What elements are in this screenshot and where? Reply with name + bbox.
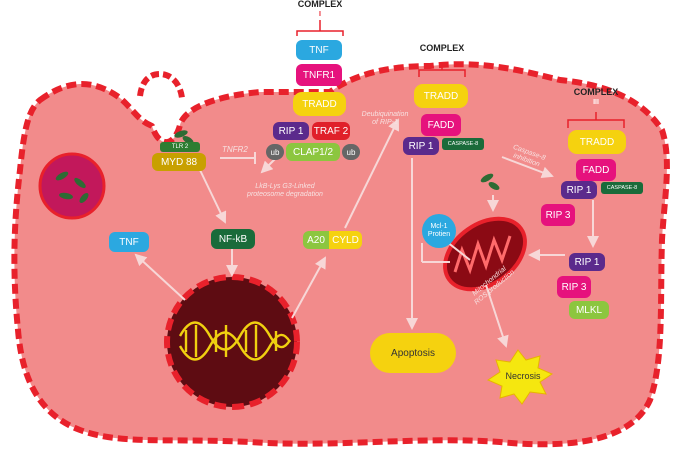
tradd-complex-ii: TRADD — [414, 84, 468, 108]
mcl1-sublabel: Protien — [427, 231, 451, 238]
complex-i-roman: I — [319, 11, 321, 18]
ub-right: ub — [342, 144, 360, 160]
necrosis-burst — [486, 349, 554, 405]
tnf-ligand: TNF — [296, 40, 342, 60]
complex-ii-header: COMPLEX — [419, 43, 465, 53]
complex-ii-roman: II — [440, 55, 444, 62]
rip1-complex-iii: RIP 1 — [561, 181, 597, 199]
ub-left: ub — [266, 144, 284, 160]
lkb-line2: proteosome degradation — [247, 191, 323, 198]
mcl1-label: Mcl-1 — [430, 223, 448, 230]
tradd-complex-i: TRADD — [293, 92, 346, 116]
apoptosis: Apoptosis — [370, 333, 456, 373]
membrane-pocket — [137, 70, 185, 99]
dna-icon — [178, 321, 292, 361]
complex-i-header: COMPLEX — [297, 0, 343, 9]
rip1-complex-ii: RIP 1 — [403, 137, 439, 155]
lkb-degradation-note: LkB-Lys G3-Linked proteosome degradation — [235, 183, 335, 199]
complex-iii-header: COMPLEX — [573, 87, 619, 97]
complex-brackets — [296, 20, 625, 128]
pathway-arrows — [134, 118, 599, 348]
necrosis-label: Necrosis — [505, 371, 541, 381]
tradd-complex-iii: TRADD — [568, 130, 626, 154]
myd88-adaptor: MYD 88 — [152, 153, 206, 171]
rip3-necrosome: RIP 3 — [557, 276, 591, 298]
cyld: CYLD — [329, 231, 362, 249]
tnfr2-label: TNFR2 — [222, 145, 248, 154]
a20: A20 — [303, 231, 329, 249]
nucleus — [164, 274, 300, 410]
mcl1-protein: Mcl-1 Protien — [422, 214, 456, 248]
tlr2-receptor: TLR 2 — [160, 142, 200, 152]
rip3-complex-iii: RIP 3 — [541, 204, 575, 226]
caspase8-complex-iii: CASPASE-8 — [601, 182, 643, 194]
clap-complex-i: CLAP1/2 — [286, 143, 340, 161]
tnf-secreted: TNF — [109, 232, 149, 252]
bacteria-icon — [174, 130, 500, 190]
lkb-line1: LkB-Lys G3-Linked — [255, 183, 315, 190]
fadd-complex-iii: FADD — [576, 159, 616, 181]
nfkb: NF-kB — [211, 229, 255, 249]
rip1-necrosome: RIP 1 — [569, 253, 605, 271]
bacteria-icon — [55, 171, 89, 203]
vesicle — [38, 152, 106, 220]
fadd-complex-ii: FADD — [421, 114, 461, 136]
complex-iii-roman: III — [593, 99, 599, 106]
deubiquination-line2: of RIP-1 — [372, 119, 398, 126]
tnfr1-receptor: TNFR1 — [296, 64, 342, 86]
deubiquination-note: Deubiquination of RIP-1 — [350, 111, 420, 127]
deubiquination-line1: Deubiquination — [361, 111, 409, 118]
traf2-complex-i: TRAF 2 — [312, 122, 350, 140]
mlkl: MLKL — [569, 301, 609, 319]
mitochondrion — [443, 216, 527, 292]
caspase8-complex-ii: CASPASE-8 — [442, 138, 484, 150]
rip1-complex-i: RIP 1 — [273, 122, 309, 140]
